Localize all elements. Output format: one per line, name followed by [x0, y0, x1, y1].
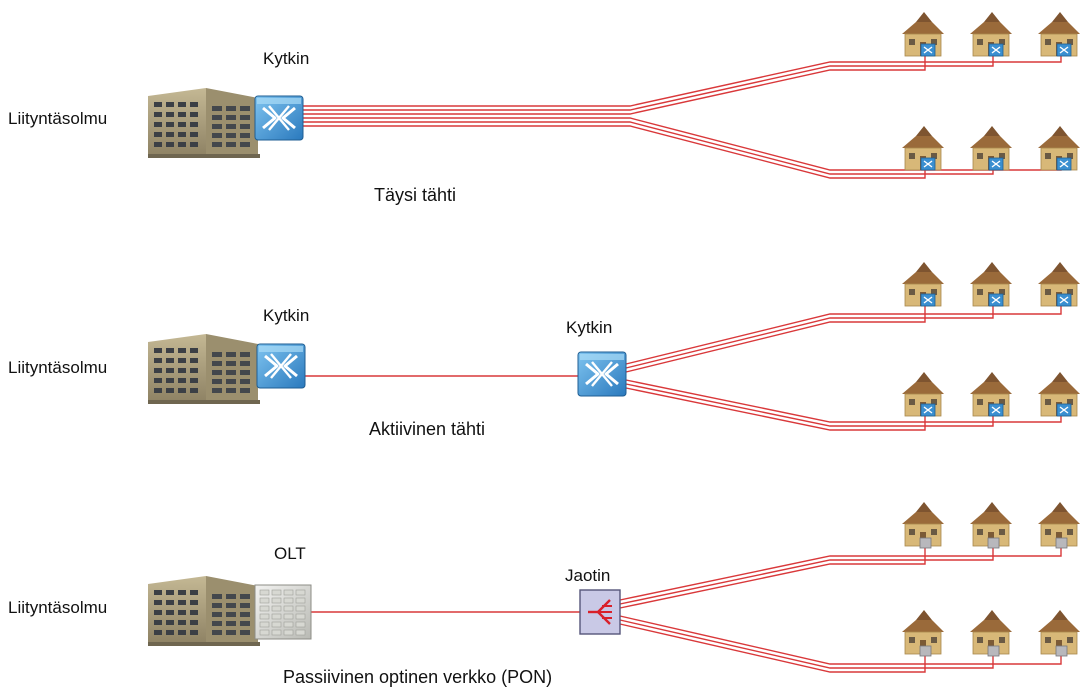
office-building-icon	[148, 576, 260, 646]
house-switch-icon	[988, 157, 1004, 171]
access-node-label: Liityntäsolmu	[8, 358, 108, 377]
splitter-label: Jaotin	[565, 566, 611, 585]
house-icon	[1038, 126, 1080, 171]
fiber-line	[625, 300, 1062, 365]
ont-box-icon	[919, 537, 932, 549]
house-icon	[1038, 372, 1080, 417]
fiber-line	[303, 121, 994, 175]
fiber-line	[303, 50, 1062, 107]
olt-icon	[254, 584, 312, 640]
switch-icon	[256, 343, 306, 389]
house-icon	[902, 126, 944, 171]
remote-switch-icon	[577, 351, 627, 397]
house-icon	[902, 372, 944, 417]
ont-box-icon	[919, 645, 932, 657]
house-icon	[970, 262, 1012, 307]
splitter-icon	[579, 589, 621, 635]
switch-label: Kytkin	[263, 49, 310, 68]
house-icon	[970, 126, 1012, 171]
house-icon	[970, 502, 1012, 549]
ont-box-icon	[1055, 537, 1068, 549]
house-switch-icon	[988, 403, 1004, 417]
access-node-label: Liityntäsolmu	[8, 109, 108, 128]
topology-caption-full-star: Täysi tähti	[374, 185, 457, 205]
fiber-line	[619, 623, 926, 673]
house-switch-icon	[1056, 293, 1072, 307]
access-node-label: Liityntäsolmu	[8, 598, 108, 617]
house-icon	[970, 372, 1012, 417]
house-icon	[902, 262, 944, 307]
fiber-line	[303, 50, 994, 111]
house-switch-icon	[1056, 43, 1072, 57]
fiber-line	[619, 544, 1062, 601]
fiber-line	[619, 544, 926, 609]
house-switch-icon	[920, 43, 936, 57]
house-icon	[1038, 610, 1080, 657]
fiber-line	[625, 300, 926, 373]
fiber-lines	[303, 50, 1062, 673]
house-icon	[902, 610, 944, 657]
fiber-line	[303, 125, 926, 179]
ont-box-icon	[987, 537, 1000, 549]
office-building-icon	[148, 88, 260, 158]
switch-icon	[254, 95, 304, 141]
fiber-line	[619, 619, 994, 669]
fiber-line	[303, 50, 926, 115]
remote-switch-label: Kytkin	[566, 318, 613, 337]
fiber-line	[625, 383, 994, 427]
office-building-icon	[148, 334, 260, 404]
house-icon	[1038, 502, 1080, 549]
fiber-line	[625, 300, 994, 369]
house-switch-icon	[920, 293, 936, 307]
house-icon	[1038, 262, 1080, 307]
topology-caption-pon: Passiivinen optinen verkko (PON)	[283, 667, 553, 687]
ont-box-icon	[1055, 645, 1068, 657]
house-switch-icon	[1056, 157, 1072, 171]
fiber-line	[619, 544, 994, 605]
house-icon	[970, 12, 1012, 57]
house-switch-icon	[920, 157, 936, 171]
fiber-line	[619, 615, 1062, 665]
house-icon	[1038, 12, 1080, 57]
device-icons	[148, 12, 1080, 657]
house-switch-icon	[920, 403, 936, 417]
switch-label: Kytkin	[263, 306, 310, 325]
olt-label: OLT	[274, 544, 306, 563]
house-switch-icon	[988, 43, 1004, 57]
topology-caption-active-star: Aktiivinen tähti	[369, 419, 486, 439]
house-switch-icon	[1056, 403, 1072, 417]
fiber-line	[625, 387, 926, 431]
house-icon	[902, 12, 944, 57]
house-icon	[902, 502, 944, 549]
house-switch-icon	[988, 293, 1004, 307]
house-icon	[970, 610, 1012, 657]
ont-box-icon	[987, 645, 1000, 657]
